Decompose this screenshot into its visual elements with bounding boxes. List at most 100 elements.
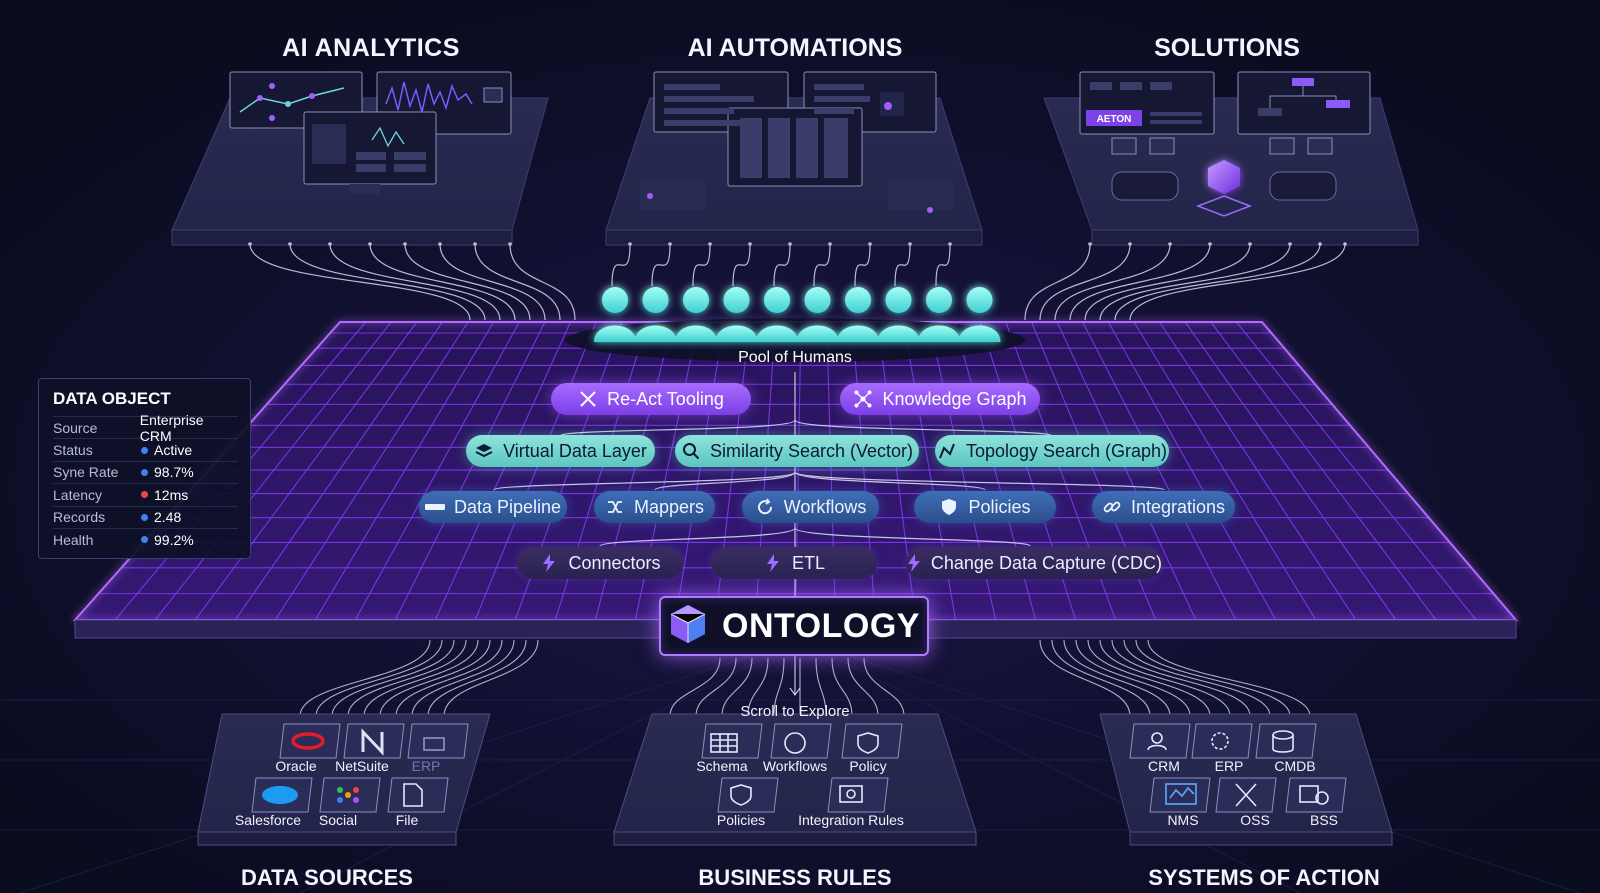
- pill-label: Mappers: [633, 496, 705, 517]
- ai-automations-platform: [605, 71, 983, 246]
- pill-connectors[interactable]: Connectors: [517, 547, 683, 579]
- pill-label: Policies: [968, 496, 1031, 517]
- tree-connectors: [493, 372, 1165, 697]
- pill-mappers[interactable]: Mappers: [594, 491, 715, 523]
- data-object-panel: DATA OBJECT Source Enterprise CRM Status Ac…: [38, 378, 251, 559]
- data-object-value: 2.48: [141, 509, 181, 525]
- data-object-key: Source: [53, 419, 98, 436]
- system-crm[interactable]: CRM: [1148, 758, 1180, 774]
- pill-workflows[interactable]: Workflows: [742, 491, 879, 523]
- pill-integrations[interactable]: Integrations: [1092, 491, 1235, 523]
- refresh-icon: [755, 497, 775, 517]
- pill-label: Integrations: [1130, 496, 1226, 517]
- pool-of-humans: [594, 287, 1001, 342]
- rule-policy[interactable]: Policy: [849, 758, 887, 774]
- data-object-value-text: 98.7%: [154, 464, 194, 481]
- system-nms[interactable]: NMS: [1167, 812, 1199, 828]
- search-icon: [681, 441, 701, 461]
- source-social[interactable]: Social: [318, 812, 358, 828]
- workflows-icon: [784, 732, 806, 754]
- cube-icon: [668, 603, 708, 650]
- bolt-icon: [906, 553, 922, 573]
- data-object-key: Status: [53, 442, 93, 459]
- pill-topology-search[interactable]: Topology Search (Graph): [935, 435, 1169, 467]
- bss-icon: [1299, 785, 1329, 805]
- data-object-value-text: Enterprise CRM: [139, 411, 204, 444]
- pill-label: Similarity Search (Vector): [709, 440, 914, 461]
- pill-label: Topology Search (Graph): [965, 440, 1168, 461]
- status-dot-icon: [141, 468, 148, 476]
- link-icon: [1102, 497, 1122, 517]
- topology-icon: [937, 441, 957, 461]
- source-netsuite[interactable]: NetSuite: [335, 758, 389, 774]
- data-object-value: Active: [141, 442, 192, 458]
- scroll-to-explore[interactable]: Scroll to Explore: [740, 703, 850, 720]
- ai-automations-title: AI AUTOMATIONS: [688, 34, 903, 62]
- pill-label: Connectors: [568, 552, 661, 573]
- oss-icon: [1235, 783, 1257, 807]
- status-dot-icon: [141, 491, 148, 499]
- pill-virtual-data-layer[interactable]: Virtual Data Layer: [466, 435, 655, 467]
- data-object-title: DATA OBJECT: [53, 389, 171, 408]
- pill-knowledge-graph[interactable]: Knowledge Graph: [840, 383, 1040, 415]
- source-salesforce[interactable]: Salesforce: [234, 812, 302, 828]
- pill-data-pipeline[interactable]: Data Pipeline: [419, 491, 567, 523]
- policies-icon: [730, 784, 752, 806]
- pill-label: Re-Act Tooling: [607, 388, 724, 409]
- pill-label: Data Pipeline: [453, 496, 562, 517]
- status-dot-icon: [141, 513, 148, 521]
- nms-icon: [1165, 783, 1197, 805]
- data-object-value-text: 12ms: [154, 486, 189, 503]
- shuffle-icon: [605, 497, 625, 517]
- pill-label: Change Data Capture (CDC): [930, 552, 1162, 573]
- salesforce-icon: [262, 786, 298, 804]
- business-rules-title: BUSINESS RULES: [698, 865, 891, 890]
- rule-policies[interactable]: Policies: [716, 812, 766, 828]
- bolt-icon: [539, 553, 559, 573]
- data-object-value-text: 99.2%: [154, 531, 194, 548]
- pill-similarity-search[interactable]: Similarity Search (Vector): [675, 435, 919, 467]
- rule-schema[interactable]: Schema: [696, 758, 748, 774]
- system-oss[interactable]: OSS: [1240, 812, 1270, 828]
- crm-icon: [1147, 732, 1167, 751]
- pill-label: Knowledge Graph: [882, 388, 1027, 409]
- status-dot-icon: [141, 446, 148, 454]
- rule-integration-rules[interactable]: Integration Rules: [798, 812, 904, 828]
- oracle-icon: [291, 732, 325, 750]
- file-icon: [403, 783, 423, 807]
- solutions-platform: AETON: [1043, 71, 1419, 246]
- status-dot-icon: [141, 536, 148, 544]
- data-object-row: Source Enterprise CRM: [53, 412, 238, 444]
- gem-icon: [1208, 160, 1240, 194]
- ai-analytics-platform: [171, 71, 549, 246]
- pill-cdc[interactable]: Change Data Capture (CDC): [906, 547, 1162, 579]
- data-object-value-text: Active: [154, 442, 193, 459]
- source-erp[interactable]: ERP: [411, 758, 441, 774]
- data-object-value: Enterprise CRM: [140, 412, 238, 444]
- shield-icon: [939, 497, 959, 517]
- pipeline-icon: [424, 497, 445, 517]
- source-oracle[interactable]: Oracle: [275, 758, 317, 774]
- ontology-box[interactable]: ONTOLOGY: [659, 596, 929, 656]
- source-file[interactable]: File: [395, 812, 419, 828]
- system-erp[interactable]: ERP: [1214, 758, 1244, 774]
- pill-etl[interactable]: ETL: [711, 547, 877, 579]
- system-cmdb[interactable]: CMDB: [1274, 758, 1316, 774]
- erp-gear-icon: [1211, 732, 1229, 750]
- pill-label: Workflows: [783, 496, 867, 517]
- netsuite-icon: [361, 728, 384, 756]
- aeton-badge: AETON: [1097, 114, 1132, 125]
- pill-policies[interactable]: Policies: [914, 491, 1056, 523]
- ai-analytics-title: AI ANALYTICS: [282, 34, 460, 62]
- solutions-title: SOLUTIONS: [1154, 34, 1300, 62]
- graph-icon: [853, 389, 873, 409]
- data-object-row: Status Active: [53, 438, 238, 460]
- systems-of-action-title: SYSTEMS OF ACTION: [1148, 865, 1379, 890]
- data-object-value: 99.2%: [141, 532, 194, 548]
- rule-workflows[interactable]: Workflows: [762, 758, 828, 774]
- system-bss[interactable]: BSS: [1309, 812, 1339, 828]
- pill-react-tooling[interactable]: Re-Act Tooling: [551, 383, 751, 415]
- schema-icon: [710, 733, 738, 753]
